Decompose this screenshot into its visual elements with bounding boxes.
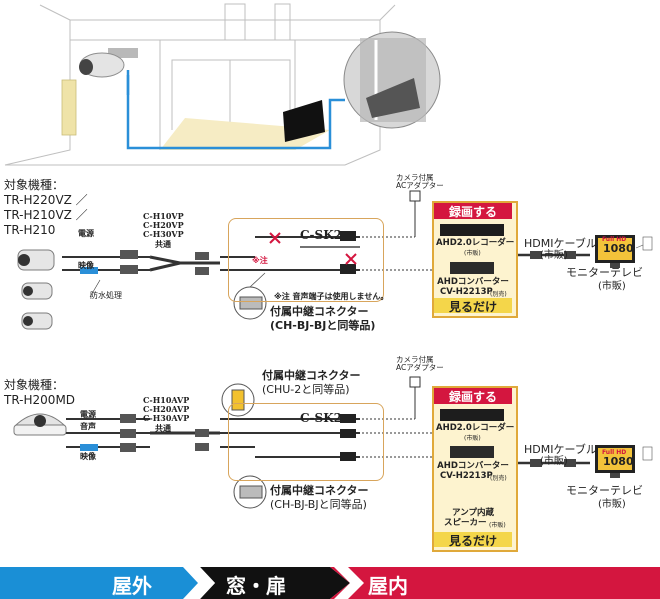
converter-icon-2 bbox=[450, 446, 494, 458]
converter-sub-1: (別売) bbox=[490, 291, 507, 298]
cable-common: 共通 bbox=[155, 239, 171, 249]
model-line-3: TR-H210 bbox=[4, 223, 56, 237]
dome-camera-icon bbox=[13, 413, 67, 436]
tv-screen-top-1: Full HD bbox=[602, 236, 627, 243]
sk2-box-2 bbox=[228, 403, 384, 481]
model-line-1: TR-H220VZ ／ bbox=[4, 193, 88, 207]
record-title-1: 録画する bbox=[434, 203, 512, 219]
converter-model-1: CV-H2213P bbox=[440, 287, 493, 297]
hdmi-sub-1: (市販) bbox=[540, 250, 568, 261]
hdmi-label-2: HDMIケーブル bbox=[524, 443, 597, 456]
tv-sub-2: (市販) bbox=[598, 499, 626, 510]
model-line-2: TR-H210VZ ／ bbox=[4, 208, 88, 222]
recorder-icon-2 bbox=[440, 409, 504, 421]
tv-screen-num-2: 1080 bbox=[603, 455, 634, 468]
caution-note: ※注 音声端子は使用しません。 bbox=[274, 292, 389, 301]
cable-name-2: C-H20VP bbox=[143, 220, 184, 230]
cable-name-3: C-H30VP bbox=[143, 229, 184, 239]
cable-name-4: C-H10AVP bbox=[143, 395, 190, 405]
recorder-label-1: AHD2.0レコーダー bbox=[436, 238, 515, 248]
power-label-2: 電源 bbox=[80, 410, 96, 419]
monitor-tv-icon-2 bbox=[595, 445, 635, 478]
location-band bbox=[0, 567, 660, 599]
video-label: 映像 bbox=[78, 261, 94, 270]
speaker-label-2: アンプ内蔵 bbox=[452, 508, 494, 518]
hdmi-sub-2: (市販) bbox=[540, 456, 568, 467]
audio-label-2: 音声 bbox=[80, 422, 96, 431]
tv-label-2: モニターテレビ bbox=[566, 484, 643, 497]
connector-model-2: (CHU-2と同等品) bbox=[262, 383, 350, 396]
model-line-4: TR-H200MD bbox=[4, 393, 76, 407]
band-outdoor: 屋外 bbox=[112, 574, 152, 598]
camera-icon-1 bbox=[17, 249, 55, 271]
connector-model-1: (CH-BJ-BJと同等品) bbox=[270, 319, 376, 332]
sk2-label-2: C-SK2 bbox=[300, 411, 342, 425]
sk2-box-1 bbox=[228, 218, 384, 302]
caution-mark: ※注 bbox=[252, 256, 268, 265]
adapter-label-2a: カメラ付属 bbox=[396, 355, 434, 364]
view-title-2: 見るだけ bbox=[434, 532, 512, 548]
hdmi-label-1: HDMIケーブル bbox=[524, 237, 597, 250]
waterproof-label: 防水処理 bbox=[90, 291, 122, 300]
bullet-camera-icon bbox=[79, 48, 138, 78]
adapter-label-1b: ACアダプター bbox=[396, 181, 444, 190]
converter-label-2: AHDコンバーター bbox=[437, 461, 509, 471]
band-window: 窓・扉 bbox=[226, 574, 286, 598]
converter-sub-2: (別売) bbox=[490, 475, 507, 482]
adapter-label-2b: ACアダプター bbox=[396, 363, 444, 372]
wiring-diagram-1 bbox=[17, 190, 653, 330]
tv-screen-top-2: Full HD bbox=[602, 449, 627, 456]
tv-sub-1: (市販) bbox=[598, 281, 626, 292]
recorder-sub-1: (市販) bbox=[464, 250, 481, 257]
tv-label-1: モニターテレビ bbox=[566, 266, 643, 279]
camera-icon-3 bbox=[21, 312, 53, 330]
sk2-label-1: C-SK2 bbox=[300, 228, 342, 242]
cable-common-2: 共通 bbox=[155, 423, 171, 433]
connector-title-2: 付属中継コネクター bbox=[262, 369, 361, 382]
power-label: 電源 bbox=[78, 229, 94, 238]
target-label-2: 対象機種： bbox=[4, 378, 65, 392]
recorder-sub-2: (市販) bbox=[464, 435, 481, 442]
converter-label-1: AHDコンバーター bbox=[437, 277, 509, 287]
monitor-tv-icon-1 bbox=[595, 235, 635, 268]
cable-name-1: C-H10VP bbox=[143, 211, 184, 221]
speaker-sub-2: (市販) bbox=[489, 522, 506, 529]
converter-model-2: CV-H2213P bbox=[440, 471, 493, 481]
cable-name-5: C-H20AVP bbox=[143, 404, 190, 414]
speaker-label-2b: スピーカー bbox=[444, 518, 487, 528]
connector-model-3: (CH-BJ-BJと同等品) bbox=[270, 498, 367, 511]
band-indoor: 屋内 bbox=[368, 574, 408, 598]
recorder-icon-1 bbox=[440, 224, 504, 236]
house-illustration bbox=[4, 3, 441, 166]
adapter-label-1a: カメラ付属 bbox=[396, 173, 434, 182]
recorder-label-2: AHD2.0レコーダー bbox=[436, 423, 515, 433]
target-label-1: 対象機種： bbox=[4, 178, 65, 192]
cable-name-6: C-H30AVP bbox=[143, 413, 190, 423]
camera-icon-2 bbox=[21, 282, 53, 300]
tv-screen-num-1: 1080 bbox=[603, 242, 634, 255]
connector-title-3: 付属中継コネクター bbox=[270, 484, 369, 497]
view-title-1: 見るだけ bbox=[434, 298, 512, 314]
converter-icon-1 bbox=[450, 262, 494, 274]
connector-title-1: 付属中継コネクター bbox=[270, 305, 369, 318]
record-title-2: 録画する bbox=[434, 388, 512, 404]
video-label-2: 映像 bbox=[80, 452, 96, 461]
